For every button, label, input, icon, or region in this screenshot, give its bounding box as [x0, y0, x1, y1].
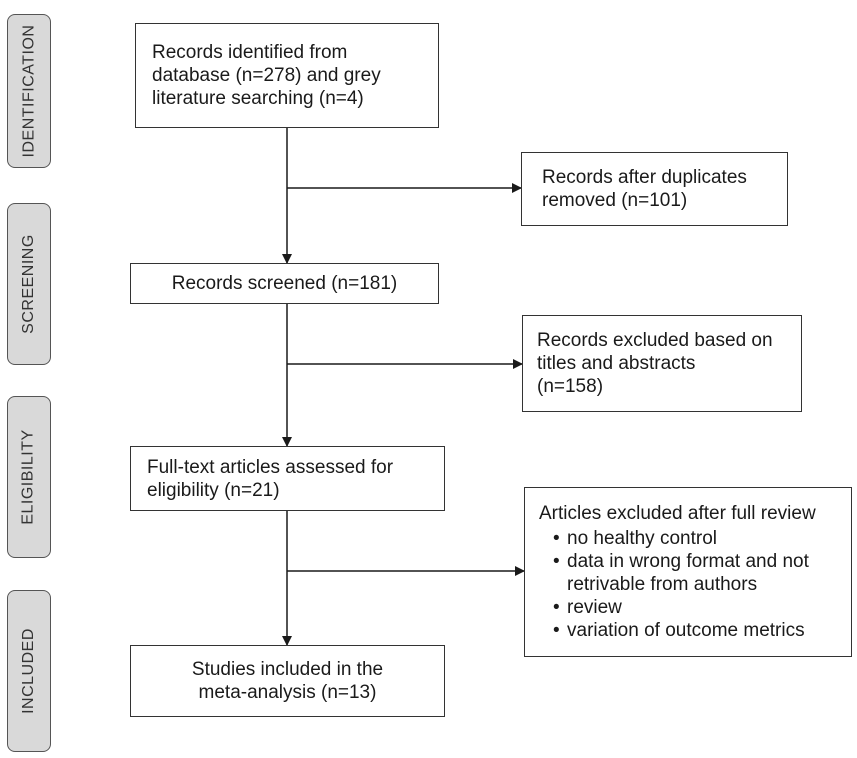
- records-identified-box: Records identified from database (n=278)…: [135, 23, 439, 128]
- included-line-2: meta-analysis (n=13): [198, 682, 377, 703]
- excluded-titles-box: Records excluded based on titles and abs…: [522, 315, 802, 412]
- identified-line-2: database (n=278) and grey: [152, 65, 381, 86]
- screened-line-1: Records screened (n=181): [171, 273, 398, 294]
- records-screened-box: Records screened (n=181): [130, 263, 439, 304]
- excluded-titles-line-3: (n=158): [537, 376, 604, 397]
- excluded-full-review-box: Articles excluded after full review no h…: [524, 487, 852, 657]
- duplicates-line-2: removed (n=101): [542, 190, 688, 211]
- reason-no-healthy-control: no healthy control: [553, 527, 839, 550]
- excluded-full-title: Articles excluded after full review: [539, 503, 816, 524]
- stage-identification: IDENTIFICATION: [7, 14, 51, 168]
- included-line-1: Studies included in the: [191, 659, 384, 680]
- stage-included: INCLUDED: [7, 590, 51, 752]
- reason-wrong-format: data in wrong format and not: [553, 550, 839, 573]
- reason-review: review: [553, 596, 839, 619]
- duplicates-removed-box: Records after duplicates removed (n=101): [521, 152, 788, 226]
- stage-eligibility: ELIGIBILITY: [7, 396, 51, 558]
- duplicates-line-1: Records after duplicates: [542, 167, 747, 188]
- studies-included-box: Studies included in the meta-analysis (n…: [130, 645, 445, 717]
- excluded-titles-line-2: titles and abstracts: [537, 353, 696, 374]
- fulltext-line-1: Full-text articles assessed for: [147, 456, 394, 478]
- identified-line-3: literature searching (n=4): [152, 88, 364, 109]
- reason-outcome-metrics: variation of outcome metrics: [553, 619, 839, 642]
- fulltext-assessed-box: Full-text articles assessed for eligibil…: [130, 446, 445, 511]
- stage-screening: SCREENING: [7, 203, 51, 365]
- reason-wrong-format-continued: retrivable from authors: [567, 574, 758, 595]
- exclusion-reasons-list: no healthy control data in wrong format …: [539, 527, 839, 642]
- identified-line-1: Records identified from: [152, 42, 348, 63]
- fulltext-line-2: eligibility (n=21): [147, 479, 280, 501]
- excluded-titles-line-1: Records excluded based on: [537, 330, 773, 351]
